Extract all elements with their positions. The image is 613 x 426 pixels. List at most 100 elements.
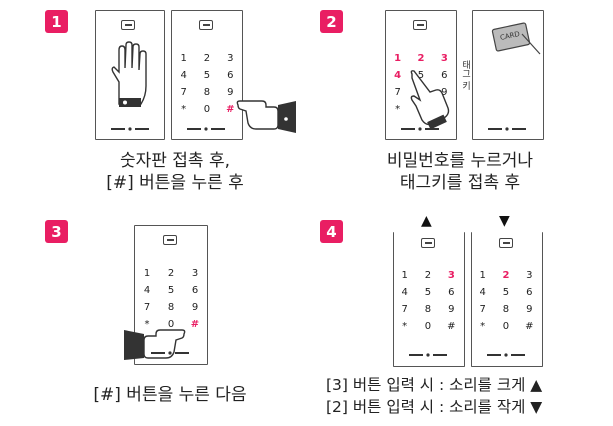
- card-slot-icon: [199, 20, 213, 30]
- step-4-caption: [3] 버튼 입력 시 : 소리를 크게 ▲ [2] 버튼 입력 시 : 소리를…: [326, 374, 606, 418]
- caption-line: [#] 버튼을 누른 다음: [93, 385, 247, 405]
- key-2[interactable]: 2: [203, 53, 211, 64]
- key-8[interactable]: 8: [167, 302, 175, 313]
- key-7[interactable]: 7: [143, 302, 151, 313]
- handle-icon: [487, 353, 525, 357]
- card-slot-icon: [413, 20, 427, 30]
- key-4[interactable]: 4: [394, 70, 402, 81]
- key-6[interactable]: 6: [526, 287, 533, 298]
- key-3[interactable]: 3: [227, 53, 234, 64]
- key-4[interactable]: 4: [479, 287, 486, 298]
- tag-key-label: 태그 키: [460, 60, 470, 90]
- key-3[interactable]: 3: [447, 270, 455, 281]
- caption-line: 태그키를 접촉 후: [399, 173, 521, 193]
- step-3-badge: 3: [45, 220, 68, 243]
- key-2[interactable]: 2: [424, 270, 432, 281]
- key-7[interactable]: 7: [394, 87, 401, 98]
- handle-icon: [111, 127, 149, 131]
- key-9[interactable]: 9: [526, 304, 533, 315]
- volume-up-arrow-icon: ▲: [421, 213, 432, 229]
- card-slot-icon: [421, 238, 435, 248]
- key-0[interactable]: 0: [167, 319, 175, 330]
- caption-line: [2] 버튼 입력 시 : 소리를 작게 ▼: [326, 398, 543, 416]
- caption-line: 숫자판 접촉 후,: [119, 151, 231, 171]
- key-hash[interactable]: #: [447, 321, 456, 332]
- key-6[interactable]: 6: [441, 70, 448, 81]
- step-1-badge: 1: [45, 10, 68, 33]
- pointing-hand-icon: [410, 70, 450, 130]
- keypad: 1 2 3 4 5 6 7 8 9 * 0 #: [477, 270, 535, 332]
- key-1[interactable]: 1: [180, 53, 187, 64]
- lock-panel-keypad: [171, 10, 243, 140]
- key-hash[interactable]: #: [525, 321, 534, 332]
- card-key-icon: [491, 22, 541, 55]
- step-3-caption: [#] 버튼을 누른 다음: [80, 384, 260, 406]
- step-4-badge: 4: [320, 220, 343, 243]
- keypad: 1 2 3 4 5 6 7 8 9 * 0 #: [399, 270, 457, 332]
- card-slot-icon: [163, 235, 177, 245]
- key-1[interactable]: 1: [401, 270, 408, 281]
- key-8[interactable]: 8: [424, 304, 432, 315]
- keypad: 1 2 3 4 5 6 7 8 9 * 0 #: [178, 53, 236, 115]
- key-star[interactable]: *: [144, 319, 150, 330]
- pointing-hand-icon: [236, 100, 296, 133]
- key-6[interactable]: 6: [191, 285, 199, 296]
- key-7[interactable]: 7: [401, 304, 408, 315]
- caption-line: 비밀번호를 누르거나: [386, 151, 534, 171]
- key-9[interactable]: 9: [191, 302, 199, 313]
- key-3[interactable]: 3: [526, 270, 533, 281]
- key-4[interactable]: 4: [180, 70, 187, 81]
- key-6[interactable]: 6: [227, 70, 234, 81]
- key-7[interactable]: 7: [180, 87, 187, 98]
- card-slot-icon: [499, 238, 513, 248]
- volume-down-arrow-icon: ▼: [499, 213, 510, 229]
- key-3[interactable]: 3: [191, 268, 199, 279]
- key-9[interactable]: 9: [441, 87, 448, 98]
- key-6[interactable]: 6: [448, 287, 455, 298]
- key-star[interactable]: *: [395, 104, 401, 115]
- key-5[interactable]: 5: [167, 285, 175, 296]
- key-0[interactable]: 0: [203, 104, 211, 115]
- key-star[interactable]: *: [480, 321, 486, 332]
- key-1[interactable]: 1: [394, 53, 402, 64]
- lock-panel-keypad: [471, 232, 543, 367]
- key-4[interactable]: 4: [143, 285, 151, 296]
- key-8[interactable]: 8: [203, 87, 211, 98]
- handle-icon: [151, 351, 189, 355]
- key-hash[interactable]: #: [190, 319, 200, 330]
- key-0[interactable]: 0: [424, 321, 432, 332]
- handle-icon: [187, 127, 225, 131]
- key-5[interactable]: 5: [502, 287, 510, 298]
- key-2[interactable]: 2: [417, 53, 425, 64]
- key-3[interactable]: 3: [440, 53, 448, 64]
- key-1[interactable]: 1: [143, 268, 151, 279]
- pointing-hand-icon: [124, 329, 186, 360]
- caption-line: [#] 버튼을 누른 후: [106, 173, 244, 193]
- handle-icon: [488, 127, 526, 131]
- handle-icon: [409, 353, 447, 357]
- key-9[interactable]: 9: [227, 87, 234, 98]
- keypad: 1 2 3 4 5 6 7 8 9 * 0 #: [141, 268, 201, 330]
- lock-panel-keypad: [393, 232, 465, 367]
- key-0[interactable]: 0: [502, 321, 510, 332]
- key-hash[interactable]: #: [226, 104, 235, 115]
- key-star[interactable]: *: [181, 104, 187, 115]
- open-hand-icon: [111, 41, 147, 107]
- handle-icon: [401, 127, 439, 131]
- key-5[interactable]: 5: [417, 70, 425, 81]
- key-1[interactable]: 1: [479, 270, 486, 281]
- card-slot-icon: [121, 20, 135, 30]
- key-2[interactable]: 2: [502, 270, 510, 281]
- key-7[interactable]: 7: [479, 304, 486, 315]
- key-4[interactable]: 4: [401, 287, 408, 298]
- key-star[interactable]: *: [402, 321, 408, 332]
- step-2-badge: 2: [320, 10, 343, 33]
- key-5[interactable]: 5: [203, 70, 211, 81]
- key-8[interactable]: 8: [502, 304, 510, 315]
- key-2[interactable]: 2: [167, 268, 175, 279]
- caption-line: [3] 버튼 입력 시 : 소리를 크게 ▲: [326, 376, 543, 394]
- step-1-caption: 숫자판 접촉 후, [#] 버튼을 누른 후: [90, 150, 260, 194]
- key-9[interactable]: 9: [448, 304, 455, 315]
- key-5[interactable]: 5: [424, 287, 432, 298]
- step-2-caption: 비밀번호를 누르거나 태그키를 접촉 후: [370, 150, 550, 194]
